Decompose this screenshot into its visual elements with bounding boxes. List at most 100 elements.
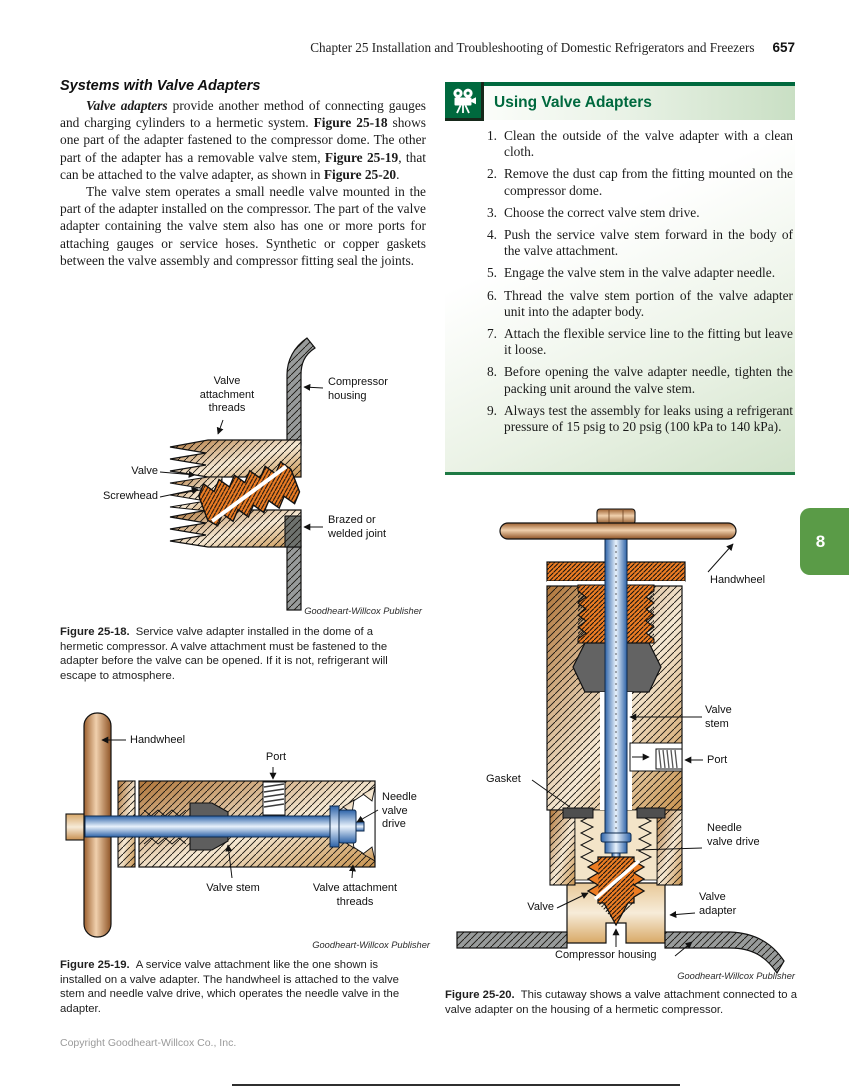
- caption-label: Figure 25-18.: [60, 626, 130, 638]
- handwheel-shape: [499, 508, 737, 540]
- term-valve-adapters: Valve adapters: [86, 98, 168, 113]
- procedure-box-using-valve-adapters: Using Valve Adapters 1. Clean the outside…: [445, 82, 795, 475]
- stem-nut-shape: [65, 813, 87, 841]
- body-run: , that can be attached to the valve adap…: [60, 149, 426, 182]
- figure-25-20-caption: Figure 25-20.This cutaway shows a valve …: [445, 988, 797, 1017]
- figure-label-handwheel: Handwheel: [710, 574, 766, 586]
- step-number: 6.: [486, 287, 497, 303]
- figure-credit: Goodheart-Willcox Publisher: [677, 971, 795, 981]
- step-number: 9.: [486, 402, 497, 418]
- procedure-step-1: 1. Clean the outside of the valve adapter…: [481, 128, 793, 160]
- figure-25-20-drawing: [456, 508, 785, 975]
- port-shape: [629, 742, 683, 772]
- step-number: 3.: [486, 204, 497, 220]
- copyright-footer: Copyright Goodheart-Willcox Co., Inc.: [60, 1037, 237, 1049]
- figure-label-valve-stem: Valve stem: [206, 882, 260, 894]
- figure-25-18-caption: Figure 25-18.Service valve adapter insta…: [60, 625, 410, 683]
- caption-text: Service valve adapter installed in the d…: [60, 626, 388, 682]
- valve-stem-shape: [600, 537, 632, 861]
- running-header: Chapter 25 Installation and Troubleshoot…: [310, 39, 795, 57]
- figure-label-needle-valve-drive: Needle valve drive: [382, 791, 417, 830]
- figure-label-compressor-housing: Compressor housing: [555, 949, 657, 961]
- needle-valve-drive-shape: [329, 805, 365, 848]
- step-number: 2.: [486, 166, 497, 182]
- figure-ref-25-18: Figure 25-18: [313, 115, 388, 131]
- figure-label-valve-adapter: Valve adapter: [699, 891, 737, 917]
- compressor-housing-shape: [286, 337, 316, 611]
- port-shape: [262, 781, 286, 816]
- step-text: Thread the valve stem portion of the val…: [504, 287, 793, 319]
- procedure-step-8: 8. Before opening the valve adapter needl…: [481, 364, 793, 396]
- procedure-box-title: Using Valve Adapters: [494, 94, 652, 111]
- procedure-steps-list: 1. Clean the outside of the valve adapter…: [445, 128, 793, 468]
- figure-label-port: Port: [265, 751, 287, 763]
- compressor-housing-shape: [456, 931, 785, 975]
- body-run: .: [396, 166, 400, 182]
- step-text: Choose the correct valve stem drive.: [504, 204, 700, 220]
- figure-label-screwhead: Screwhead: [102, 490, 158, 502]
- figure-label-gasket: Gasket: [486, 773, 521, 785]
- valve-shape: [197, 460, 301, 527]
- gasket-shape: [562, 807, 666, 819]
- caption-label: Figure 25-20.: [445, 989, 515, 1001]
- figure-ref-25-20: Figure 25-20: [323, 166, 397, 182]
- body-run: provide another method of connecting gau…: [60, 98, 426, 131]
- figure-25-19: Handwheel Port Needle valve drive Valve …: [60, 700, 435, 955]
- chapter-tab-number: 8: [815, 531, 826, 551]
- figure-label-brazed-joint: Brazed or welded joint: [328, 514, 387, 540]
- paragraph-2: The valve stem operates a small needle v…: [60, 184, 426, 268]
- step-text: Engage the valve stem in the valve adapt…: [504, 265, 776, 281]
- procedure-step-5: 5. Engage the valve stem in the valve ada…: [481, 265, 793, 281]
- figure-label-handwheel: Handwheel: [130, 734, 186, 746]
- figure-label-port: Port: [707, 754, 728, 766]
- leader-lines: [531, 543, 734, 957]
- step-text: Remove the dust cap from the fitting mou…: [504, 166, 793, 198]
- figure-label-valve: Valve: [131, 465, 158, 477]
- procedure-box-title-row: Using Valve Adapters: [484, 86, 795, 120]
- caption-label: Figure 25-19.: [60, 959, 130, 971]
- procedure-step-4: 4.Push the service valve stem forward in…: [481, 227, 793, 259]
- figure-label-needle-valve-drive: Needle valve drive: [707, 822, 760, 848]
- step-number: 5.: [486, 265, 497, 281]
- figure-25-19-drawing: [65, 712, 379, 938]
- step-number: 1.: [486, 128, 497, 143]
- body-text: Valve adapters provide another method of…: [60, 97, 426, 269]
- page-bottom-edge-line: [232, 1084, 680, 1086]
- step-number: 8.: [486, 364, 497, 380]
- procedure-box-top-rule: [445, 82, 795, 86]
- procedure-step-2: 2. Remove the dust cap from the fitting m…: [481, 166, 793, 198]
- figure-25-19-caption: Figure 25-19.A service valve attachment …: [60, 958, 412, 1016]
- paragraph-1: Valve adapters provide another method of…: [60, 97, 426, 183]
- chapter-title-text: Chapter 25 Installation and Troubleshoot…: [310, 40, 755, 55]
- figure-credit: Goodheart-Willcox Publisher: [304, 606, 422, 616]
- step-text: Before opening the valve adapter needle,…: [504, 364, 793, 396]
- figure-ref-25-19: Figure 25-19: [324, 149, 399, 165]
- procedure-step-7: 7. Attach the flexible service line to th…: [481, 326, 793, 358]
- step-text: Clean the outside of the valve adapter w…: [504, 128, 793, 160]
- brazed-joint-shape: [284, 515, 302, 548]
- procedure-step-9: 9. Always test the assembly for leaks usi…: [481, 403, 793, 435]
- step-text: Attach the flexible service line to the …: [504, 326, 793, 358]
- figure-25-18: Valve attachment threads Compressor hous…: [60, 333, 425, 623]
- leader-lines: [159, 383, 324, 531]
- figure-25-20: Handwheel Valve stem Port Gasket Needle …: [450, 505, 795, 985]
- procedure-step-6: 6. Thread the valve stem portion of the v…: [481, 288, 793, 320]
- body-run: shows one part of the adapter fastened t…: [60, 115, 426, 165]
- valve-stem-shape: [84, 815, 334, 838]
- page-number: 657: [772, 40, 795, 55]
- caption-text: This cutaway shows a valve attachment co…: [445, 989, 797, 1016]
- movie-camera-icon: [445, 82, 484, 121]
- figure-label-valve-attachment-threads: Valve attachment threads: [312, 882, 398, 908]
- figure-label-valve-stem: Valve stem: [705, 704, 732, 730]
- figure-label-valve-attachment-threads: Valve attachment threads: [199, 375, 255, 414]
- step-number: 7.: [486, 326, 497, 342]
- valve-shape: [586, 856, 646, 927]
- figure-label-compressor-housing: Compressor housing: [328, 376, 388, 402]
- procedure-step-3: 3. Choose the correct valve stem drive.: [481, 205, 793, 221]
- step-text: Always test the assembly for leaks using…: [504, 402, 793, 435]
- figure-25-18-drawing: [159, 337, 324, 611]
- caption-text: A service valve attachment like the one …: [60, 959, 400, 1015]
- section-heading: Systems with Valve Adapters: [60, 78, 261, 94]
- chapter-tab: 8: [800, 508, 849, 575]
